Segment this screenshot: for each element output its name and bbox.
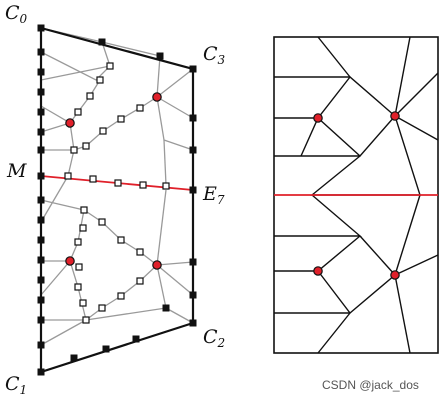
red-node-lower-right <box>152 260 162 270</box>
label-c3: C3 <box>203 43 226 67</box>
label-m: M <box>6 160 27 182</box>
hollow-nodes <box>64 62 170 324</box>
red-node-lower-left <box>65 256 75 266</box>
label-c2: C2 <box>203 326 225 350</box>
label-e7: E7 <box>202 183 225 207</box>
red-nodes <box>65 92 162 270</box>
label-c0: C0 <box>5 2 28 26</box>
red-node-upper-left <box>65 118 75 128</box>
boundary-markers <box>37 24 197 376</box>
red-node-upper-right <box>152 92 162 102</box>
right-red-nodes <box>313 111 400 280</box>
watermark: CSDN @jack_dos <box>322 378 419 392</box>
label-c1: C1 <box>5 373 27 397</box>
left-figure: C0 C3 M E7 C2 C1 <box>5 2 226 397</box>
right-figure <box>273 36 439 354</box>
